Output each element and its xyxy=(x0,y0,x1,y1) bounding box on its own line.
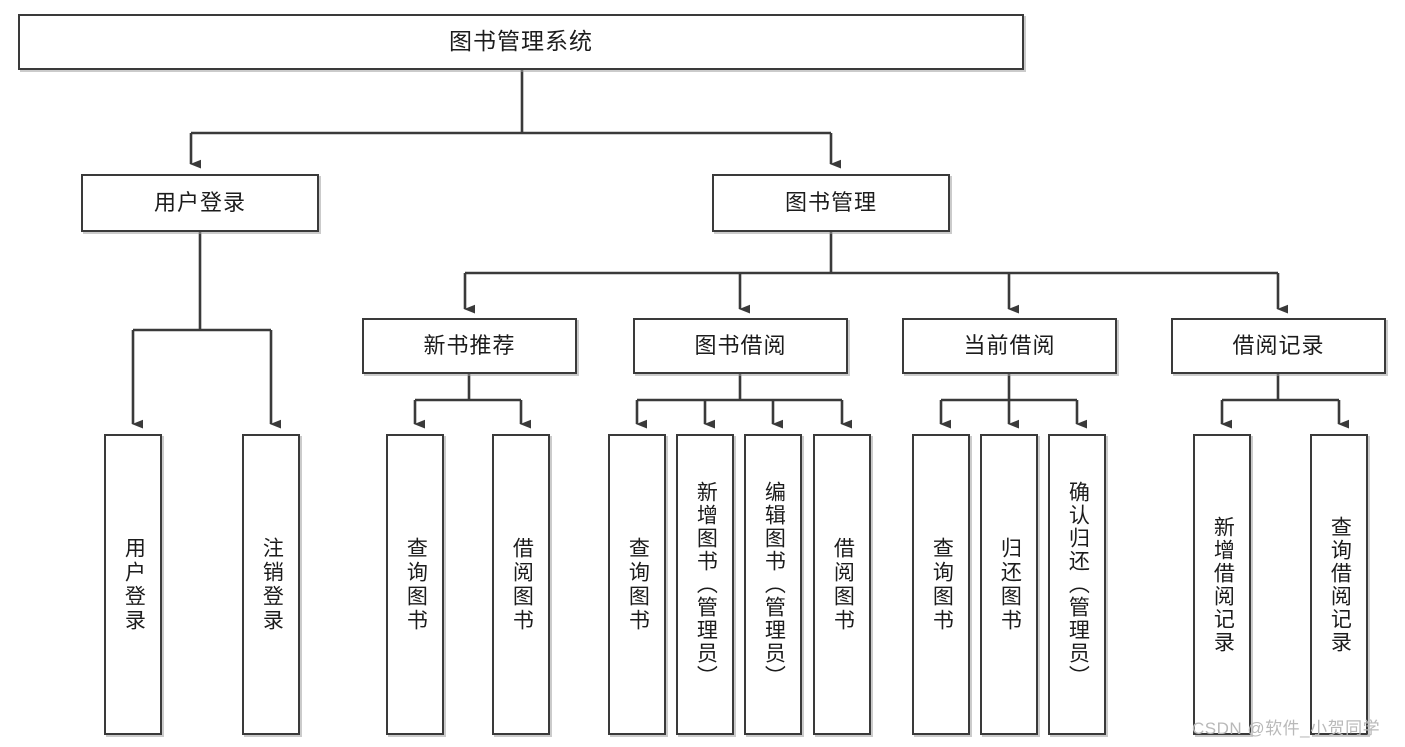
connector-borrow-record-to-leaves xyxy=(1220,374,1349,429)
node-leaf-borrow-book-recommend[interactable]: 借阅图书 xyxy=(492,434,550,735)
node-leaf-borrow-book[interactable]: 借阅图书 xyxy=(813,434,871,735)
node-label: 编辑图书（管理员） xyxy=(762,481,786,688)
node-book-management[interactable]: 图书管理 xyxy=(712,174,950,232)
node-current-borrow[interactable]: 当前借阅 xyxy=(902,318,1117,374)
node-leaf-confirm-return[interactable]: 确认归还（管理员） xyxy=(1048,434,1106,735)
node-leaf-user-login[interactable]: 用户登录 xyxy=(104,434,162,735)
node-label: 注销登录 xyxy=(260,536,284,633)
node-label: 图书管理 xyxy=(784,190,877,216)
node-leaf-query-book-current[interactable]: 查询图书 xyxy=(912,434,970,735)
node-label: 查询图书 xyxy=(626,536,650,633)
node-label: 查询借阅记录 xyxy=(1328,515,1352,654)
connector-user-login-to-leaves xyxy=(131,232,281,429)
node-label: 借阅记录 xyxy=(1232,333,1325,359)
node-label: 新增图书（管理员） xyxy=(694,481,718,688)
node-user-login[interactable]: 用户登录 xyxy=(81,174,319,232)
node-leaf-add-book[interactable]: 新增图书（管理员） xyxy=(676,434,734,735)
node-borrow-record[interactable]: 借阅记录 xyxy=(1171,318,1386,374)
connector-book-management-to-level3 xyxy=(463,232,1288,314)
node-label: 借阅图书 xyxy=(510,536,534,633)
node-book-borrow[interactable]: 图书借阅 xyxy=(633,318,848,374)
node-root-library-management-system[interactable]: 图书管理系统 xyxy=(18,14,1024,70)
node-leaf-query-borrow-record[interactable]: 查询借阅记录 xyxy=(1310,434,1368,735)
watermark-text: CSDN @软件_小贺同学 xyxy=(1192,719,1381,738)
connector-book-borrow-to-leaves xyxy=(635,374,852,429)
node-label: 查询图书 xyxy=(930,536,954,633)
connector-current-borrow-to-leaves xyxy=(939,374,1087,429)
node-label: 当前借阅 xyxy=(963,333,1056,359)
node-leaf-add-borrow-record[interactable]: 新增借阅记录 xyxy=(1193,434,1251,735)
node-label: 新增借阅记录 xyxy=(1211,515,1235,654)
node-label: 用户登录 xyxy=(122,536,146,633)
node-leaf-query-book-recommend[interactable]: 查询图书 xyxy=(386,434,444,735)
node-label: 归还图书 xyxy=(998,536,1022,633)
connector-new-book-recommend-to-leaves xyxy=(413,374,531,429)
node-leaf-query-book-borrow[interactable]: 查询图书 xyxy=(608,434,666,735)
node-label: 确认归还（管理员） xyxy=(1066,481,1090,688)
node-label: 查询图书 xyxy=(404,536,428,633)
node-label: 图书借阅 xyxy=(694,333,787,359)
node-leaf-logout-login[interactable]: 注销登录 xyxy=(242,434,300,735)
connector-root-to-level2 xyxy=(189,70,841,169)
node-label: 图书管理系统 xyxy=(449,28,593,55)
node-leaf-edit-book[interactable]: 编辑图书（管理员） xyxy=(744,434,802,735)
node-label: 新书推荐 xyxy=(423,333,516,359)
node-label: 借阅图书 xyxy=(831,536,855,633)
node-label: 用户登录 xyxy=(153,190,246,216)
node-new-book-recommend[interactable]: 新书推荐 xyxy=(362,318,577,374)
node-leaf-return-book[interactable]: 归还图书 xyxy=(980,434,1038,735)
